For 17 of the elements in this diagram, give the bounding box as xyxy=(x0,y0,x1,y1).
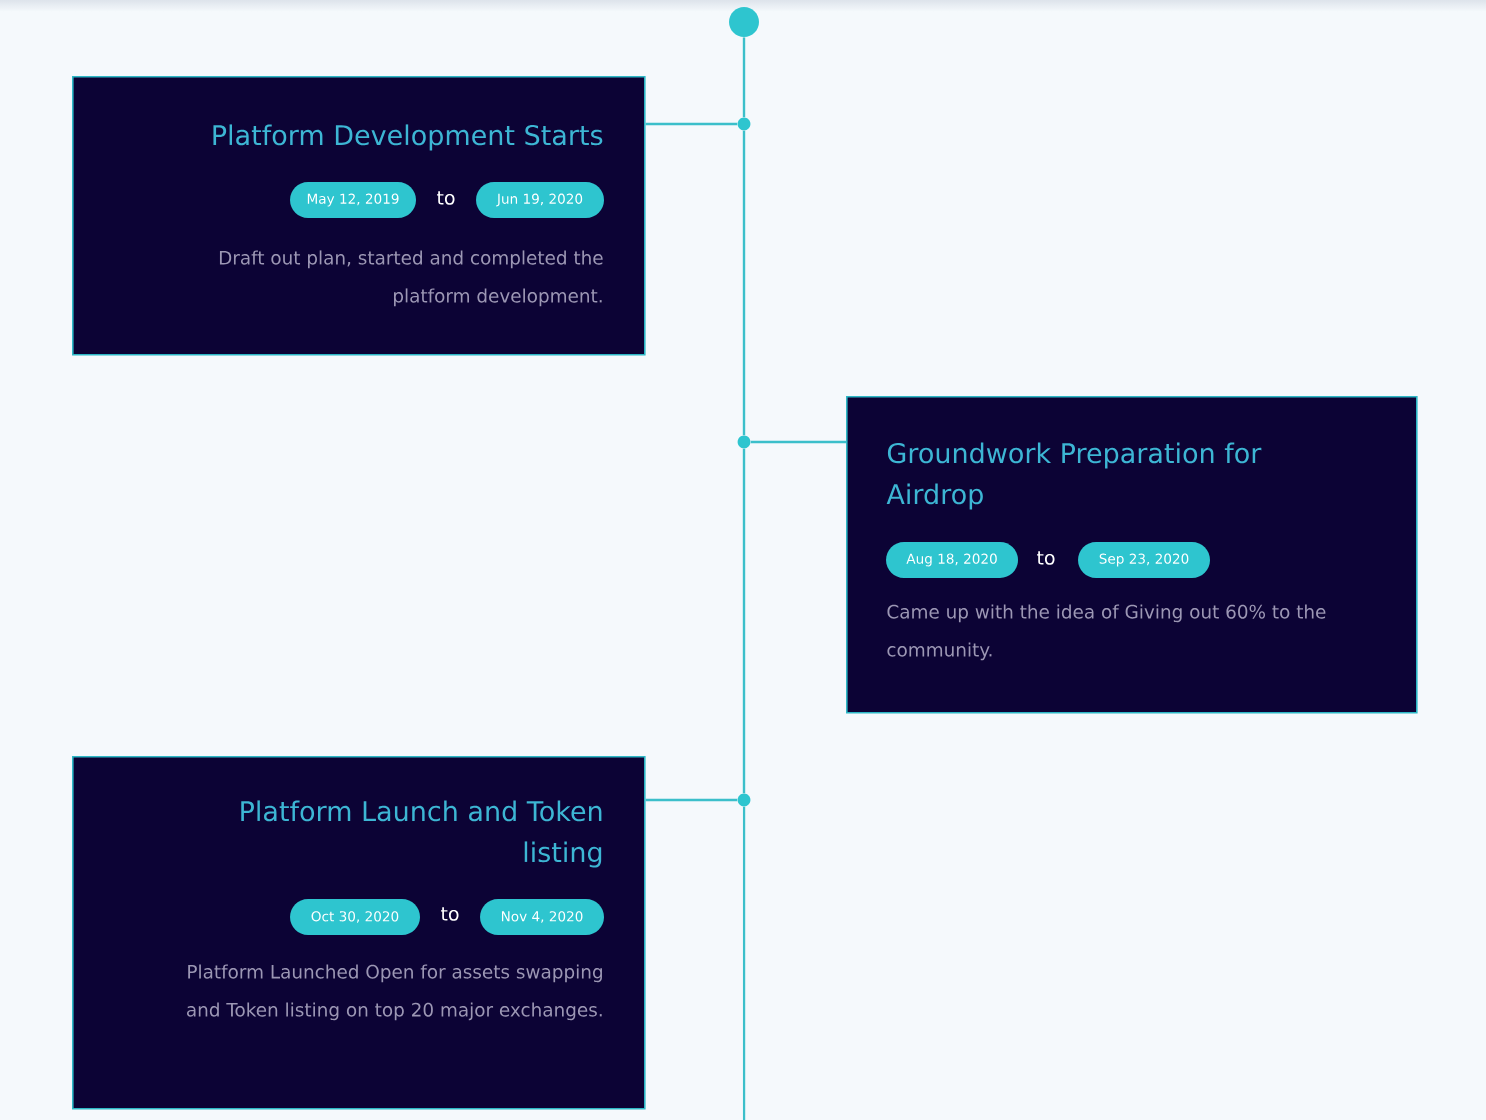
card-description: Platform Launched Open for assets swapping and Token listing on top 20 major exchanges. xyxy=(187,964,602,1021)
timeline-circle xyxy=(729,7,759,37)
timeline-line xyxy=(742,130,746,436)
date-range-word: to xyxy=(440,907,459,921)
card-title: Platform Launch and Token listing xyxy=(241,800,602,868)
date-range-word: to xyxy=(437,191,455,205)
timeline-line xyxy=(742,806,746,1120)
connector-line xyxy=(750,440,846,444)
timeline-line xyxy=(742,37,746,118)
card-title: Platform Development Starts xyxy=(213,124,603,151)
card-description: Came up with the idea of Giving out 60% to the community. xyxy=(887,604,1326,661)
card-title: Groundwork Preparation for Airdrop xyxy=(886,442,1262,510)
connector-line xyxy=(645,798,738,802)
timeline-line xyxy=(742,448,746,794)
card-description: Draft out plan, started and completed the platform development. xyxy=(219,250,603,307)
date-range-word: to xyxy=(1037,551,1055,565)
connector-line xyxy=(645,122,738,126)
